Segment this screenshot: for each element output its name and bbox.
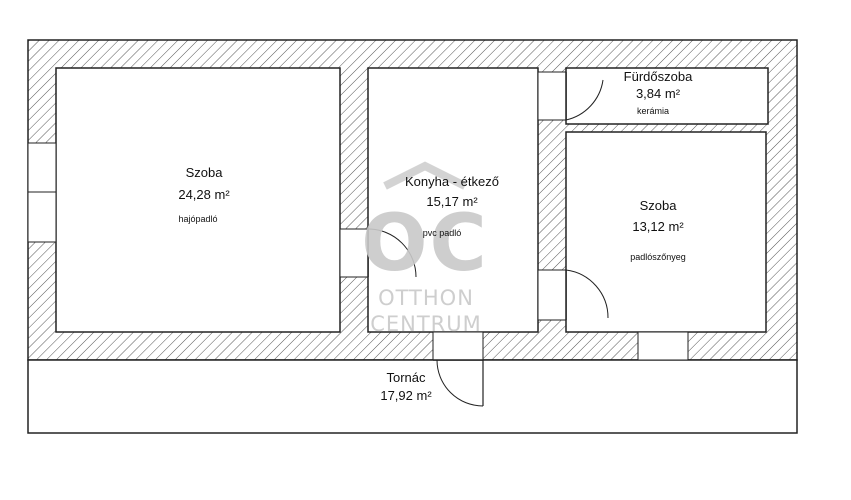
room-right-name: Szoba — [640, 198, 678, 213]
watermark-roof-icon — [383, 161, 467, 190]
porch-area — [27, 359, 798, 434]
door-left-kitchen — [339, 228, 417, 278]
kitchen-area: 15,17 m² — [426, 194, 478, 209]
kitchen-name: Konyha - étkező — [405, 174, 499, 189]
porch-area-label: 17,92 m² — [380, 388, 432, 403]
watermark-line2: CENTRUM — [370, 312, 482, 336]
door-kitchen-porch — [432, 331, 484, 407]
room-kitchen — [367, 67, 539, 333]
door-kitchen-bathroom — [537, 71, 604, 121]
room-left — [55, 67, 341, 333]
watermark-logo: OC OTTHON CENTRUM — [361, 161, 489, 336]
bathroom-material: kerámia — [637, 106, 669, 116]
room-left-name: Szoba — [186, 165, 224, 180]
window-left — [27, 142, 57, 243]
room-right-area: 13,12 m² — [632, 219, 684, 234]
window-bottom-right — [637, 331, 689, 361]
bathroom-name: Fürdőszoba — [624, 69, 693, 84]
bathroom-area: 3,84 m² — [636, 86, 681, 101]
watermark-line1: OTTHON — [378, 286, 474, 310]
kitchen-material: pvc padló — [423, 228, 462, 238]
room-left-area: 24,28 m² — [178, 187, 230, 202]
watermark-monogram: OC — [361, 199, 489, 289]
room-bathroom — [565, 67, 769, 125]
room-right — [565, 131, 767, 333]
door-kitchen-right-room — [537, 269, 609, 321]
room-left-material: hajópadló — [178, 214, 217, 224]
room-right-material: padlószőnyeg — [630, 252, 686, 262]
porch-name: Tornác — [386, 370, 426, 385]
